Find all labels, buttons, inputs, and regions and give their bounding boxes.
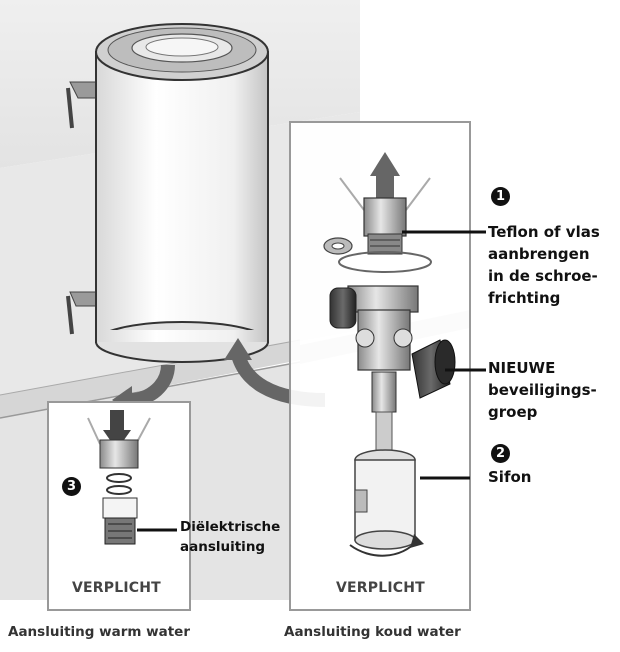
cold-mandatory-badge: VERPLICHT (336, 580, 425, 596)
hot-mandatory-badge: VERPLICHT (72, 580, 161, 596)
cold-water-panel (289, 121, 471, 611)
teflon-label-line-1: Teflon of vlas (488, 223, 600, 241)
water-heater-tank (66, 23, 269, 363)
teflon-label-line-2: aanbrengen (488, 245, 590, 263)
step-3-marker: 3 (62, 477, 81, 496)
siphon-label: Sifon (488, 468, 532, 486)
leader-lines (137, 230, 486, 532)
teflon-label-line-3: in de schroe- (488, 267, 598, 285)
hot-water-caption: Aansluiting warm water (8, 624, 190, 640)
safety-group-label-line-2: beveiligings- (488, 381, 597, 399)
cold-water-caption: Aansluiting koud water (284, 624, 461, 640)
step-2-marker: 2 (491, 444, 510, 463)
dielectric-label-line-1: Diëlektrische (180, 519, 281, 535)
dielectric-label-line-2: aansluiting (180, 539, 266, 555)
hot-water-panel (47, 401, 191, 611)
teflon-label-line-4: frichting (488, 289, 561, 307)
safety-group-label-line-3: groep (488, 403, 538, 421)
safety-group-label-line-1: NIEUWE (488, 359, 556, 377)
step-1-marker: 1 (491, 187, 510, 206)
